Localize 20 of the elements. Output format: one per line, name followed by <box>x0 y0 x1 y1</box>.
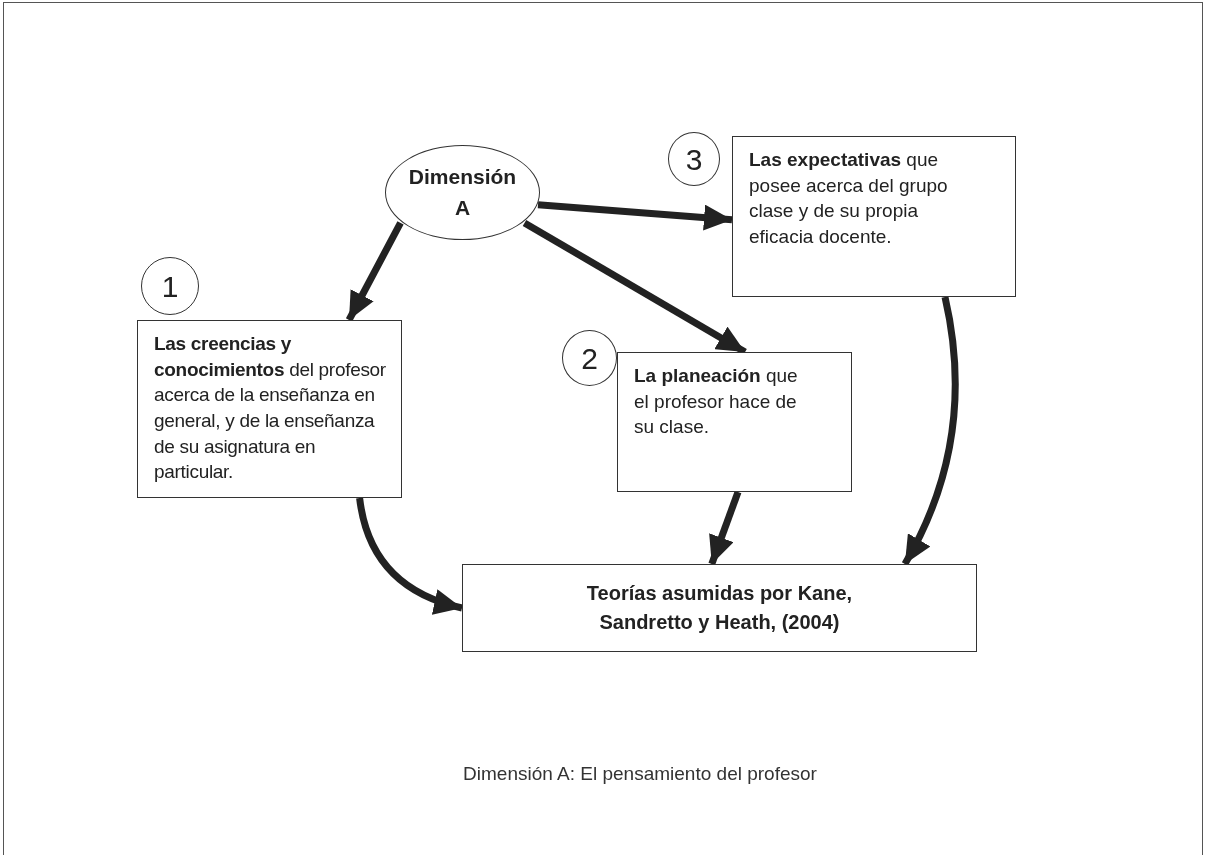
node-text: 1 <box>161 268 179 305</box>
node-text: Teorías asumidas por Kane, Sandretto y Heath, (2004) <box>585 581 854 635</box>
node-text: Dimensión A <box>407 164 518 221</box>
arrow <box>356 497 463 614</box>
number-circle <box>562 330 617 386</box>
node-text: Las expectativas que posee acerca del grupo clase y de su propia eficacia docente. <box>749 148 949 249</box>
node-text: Las creencias y conocimientos del profesor acerca de la enseñanza en general, y de la enseñanza de su asignatura en particular. <box>154 332 387 485</box>
arrow <box>537 201 733 231</box>
text-box <box>137 320 402 498</box>
text-box <box>617 352 852 492</box>
arrow <box>708 490 742 566</box>
arrow <box>901 296 959 566</box>
caption: Dimensión A: El pensamiento del profesor <box>462 762 818 786</box>
arrow <box>345 221 404 322</box>
number-circle <box>668 132 720 186</box>
text-box <box>732 136 1016 297</box>
node-text: 2 <box>581 340 598 377</box>
result-box <box>462 564 977 652</box>
node-text: 3 <box>685 141 703 178</box>
node-text: La planeación que el profesor hace de su clase. <box>634 364 799 440</box>
